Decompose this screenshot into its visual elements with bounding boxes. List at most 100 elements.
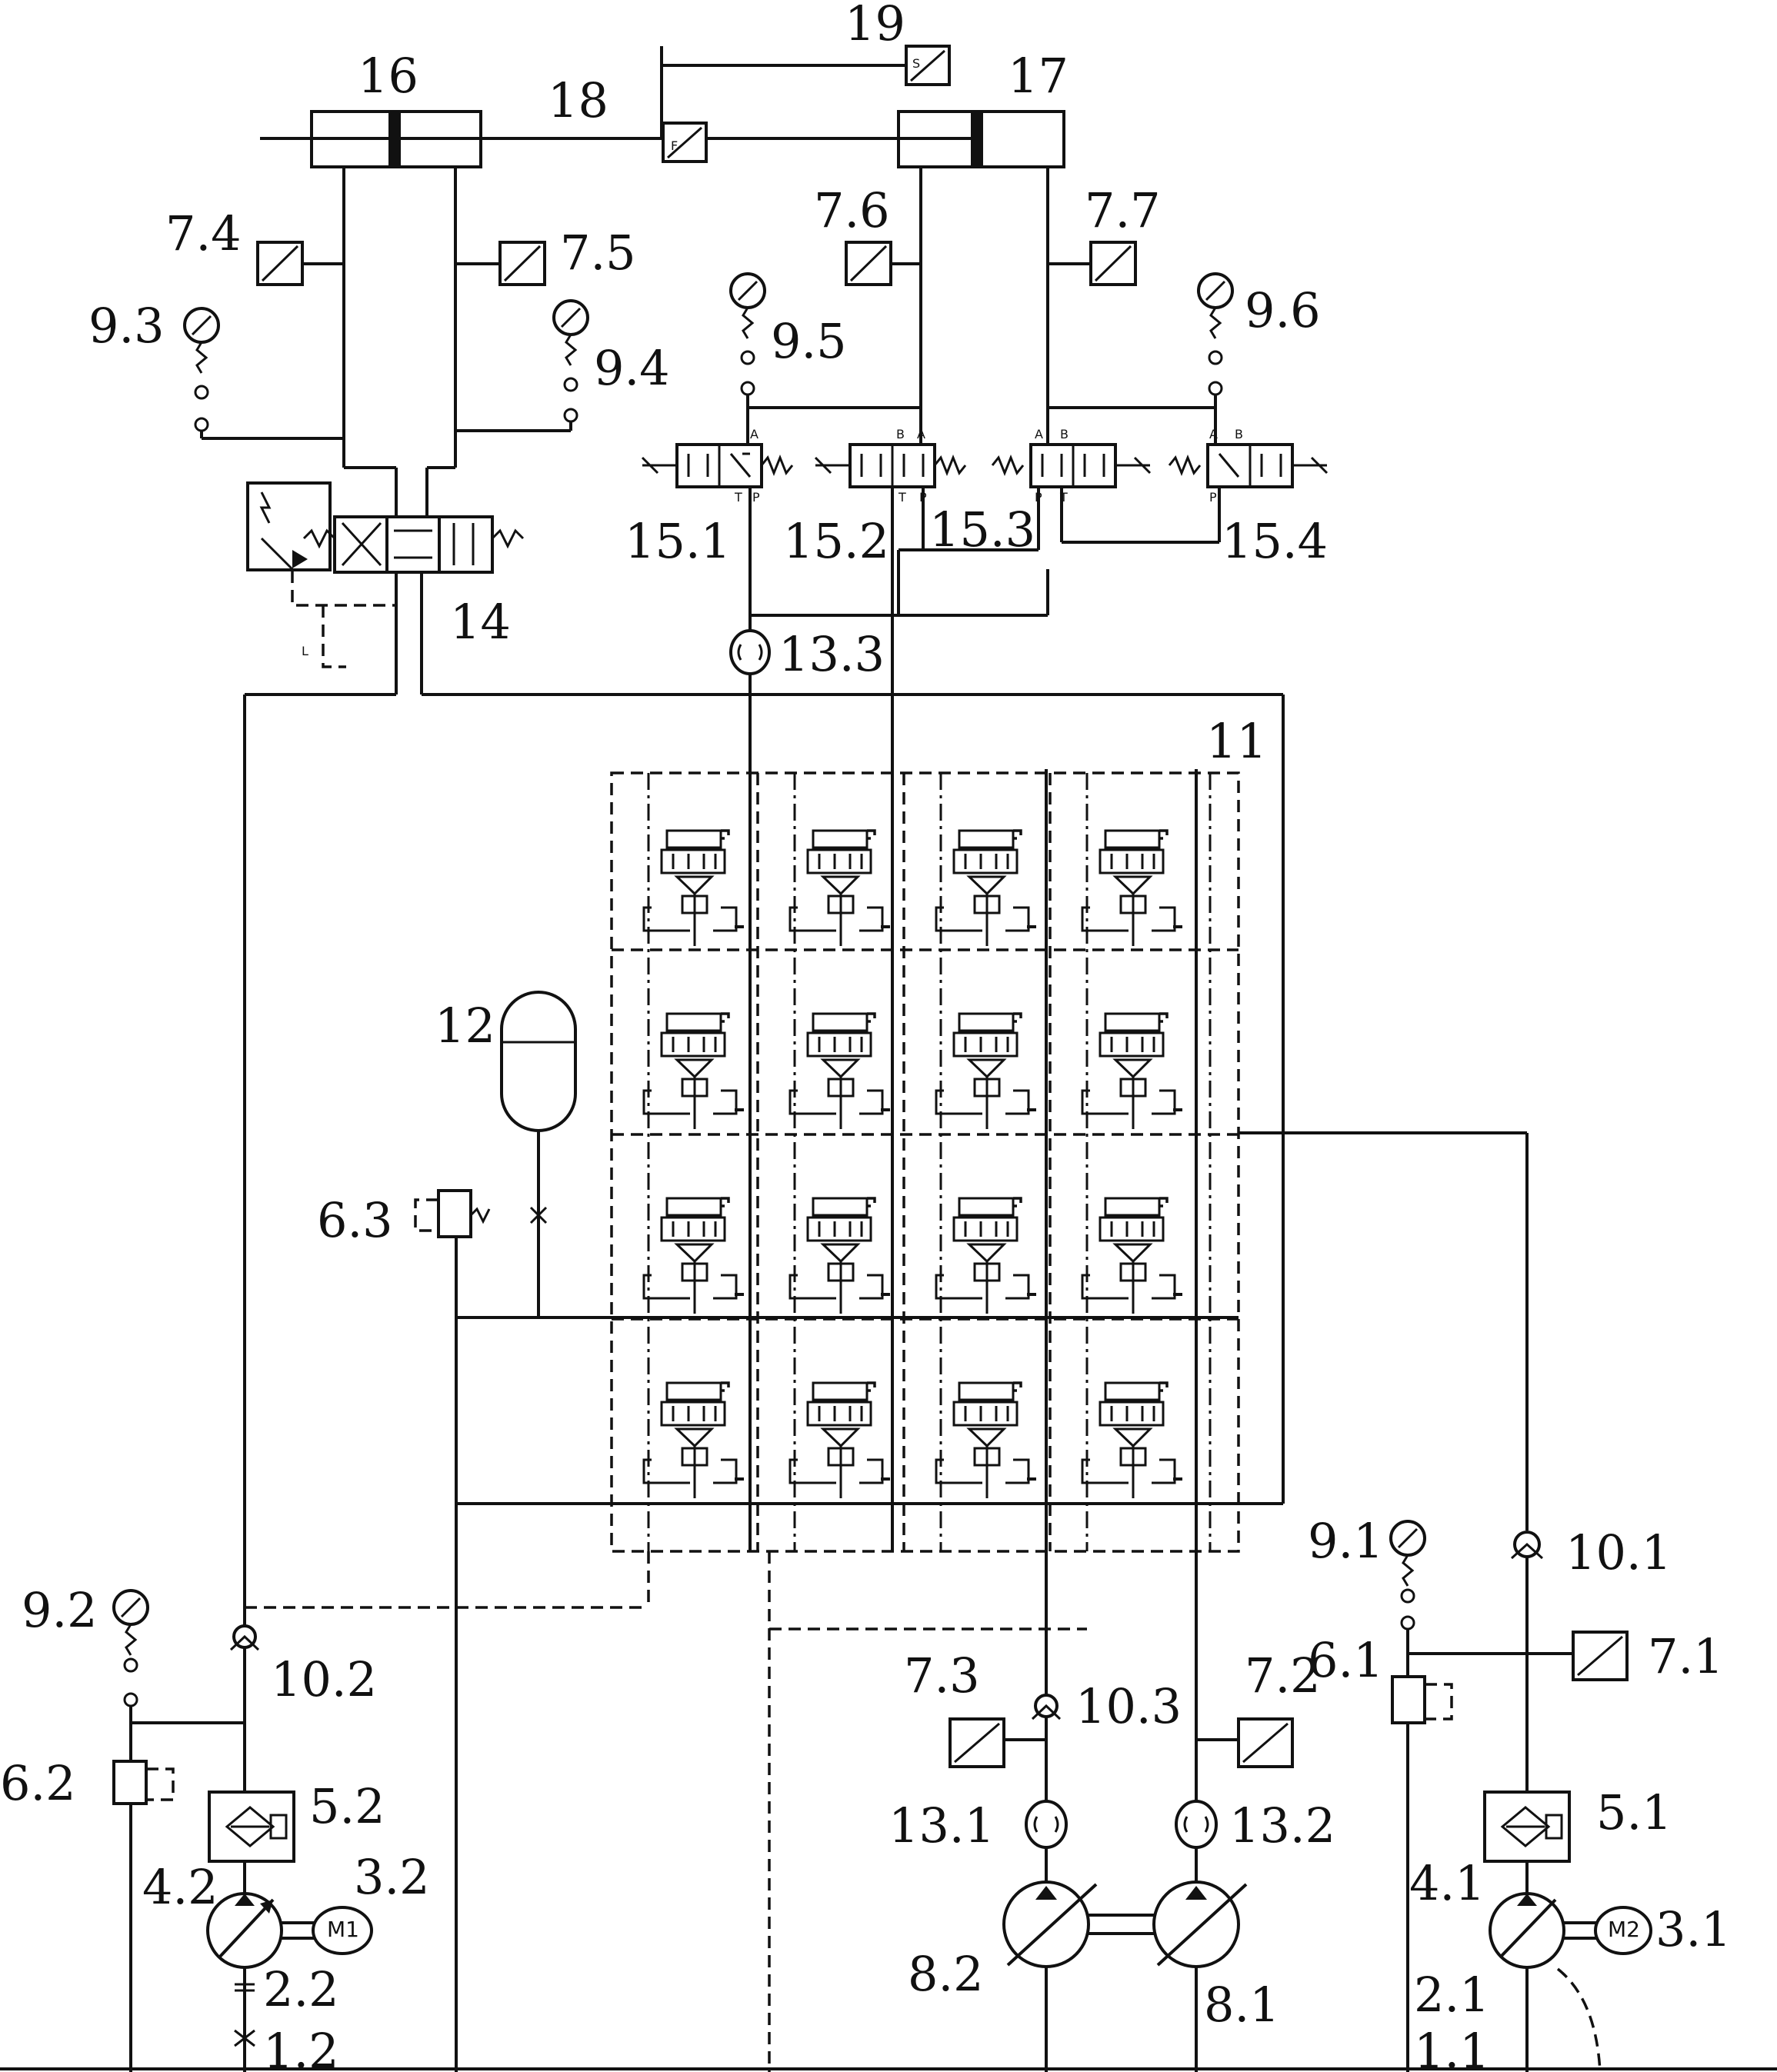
label-6-2: 6.2	[0, 1755, 76, 1811]
directional-valve-15-1: A T P	[641, 427, 794, 505]
svg-text:T: T	[734, 490, 742, 505]
cartridge-valve-cell	[1081, 1012, 1182, 1129]
label-7-5: 7.5	[560, 225, 636, 281]
label-15-1: 15.1	[625, 513, 731, 569]
cartridge-valve-cell	[935, 1012, 1036, 1129]
pressure-sensor-7-7	[1089, 241, 1137, 286]
label-9-2: 9.2	[22, 1582, 98, 1638]
label-9-3: 9.3	[88, 298, 165, 354]
label-13-2: 13.2	[1229, 1797, 1335, 1854]
label-2-1: 2.1	[1414, 1967, 1490, 2023]
svg-text:S: S	[912, 56, 920, 71]
cartridge-valve-cell	[935, 1197, 1036, 1314]
flow-meter-13-3	[729, 629, 771, 675]
label-15-4: 15.4	[1222, 513, 1328, 569]
cartridge-valve-cell	[1081, 829, 1182, 946]
proportional-valve-14	[246, 481, 525, 574]
svg-text:B: B	[896, 427, 905, 441]
svg-text:L: L	[302, 644, 308, 658]
pump-4-1	[1489, 1892, 1565, 1969]
filter-5-1	[1483, 1791, 1571, 1863]
label-9-6: 9.6	[1245, 282, 1321, 338]
relief-valve-6-3	[414, 1189, 491, 1238]
label-3-2: 3.2	[354, 1849, 430, 1905]
label-16: 16	[358, 48, 418, 104]
pump-4-2	[206, 1892, 283, 1969]
cartridge-valve-cell	[642, 1381, 744, 1498]
label-10-3: 10.3	[1075, 1678, 1182, 1734]
motor-m2-3-1: M2	[1594, 1906, 1652, 1955]
accumulator-12	[500, 991, 577, 1132]
svg-text:A: A	[750, 427, 758, 441]
label-9-4: 9.4	[594, 340, 670, 396]
label-6-3: 6.3	[317, 1192, 393, 1248]
pressure-gauge-9-1	[1389, 1520, 1426, 1631]
relief-valve-6-2	[112, 1760, 175, 1805]
pressure-sensor-7-6	[845, 241, 892, 286]
label-7-2: 7.2	[1245, 1647, 1321, 1704]
label-1-1: 1.1	[1414, 2023, 1490, 2072]
label-6-1: 6.1	[1308, 1632, 1384, 1688]
label-14: 14	[450, 594, 511, 650]
label-5-1: 5.1	[1596, 1784, 1672, 1840]
svg-text:P: P	[752, 490, 760, 505]
label-13-3: 13.3	[778, 626, 885, 682]
label-12: 12	[435, 998, 495, 1054]
label-10-2: 10.2	[271, 1651, 377, 1707]
cartridge-valve-cell	[935, 829, 1036, 946]
check-valve-10-2	[229, 1624, 260, 1651]
label-15-3: 15.3	[929, 501, 1035, 558]
label-17: 17	[1008, 48, 1069, 104]
cartridge-valve-cell	[642, 829, 744, 946]
cartridge-valve-cell	[642, 1197, 744, 1314]
label-13-1: 13.1	[889, 1797, 995, 1854]
directional-valve-15-4: A B P	[1168, 427, 1329, 505]
label-11: 11	[1206, 713, 1267, 769]
svg-text:A: A	[1209, 427, 1218, 441]
cartridge-valve-cell	[935, 1381, 1036, 1498]
cartridge-valve-cell	[1081, 1381, 1182, 1498]
pressure-gauge-9-4	[552, 299, 589, 423]
pressure-sensor-7-3	[949, 1717, 1005, 1768]
flow-meter-13-1	[1025, 1800, 1068, 1849]
label-4-2: 4.2	[142, 1859, 218, 1915]
label-7-6: 7.6	[814, 182, 890, 238]
label-7-1: 7.1	[1648, 1628, 1724, 1684]
label-9-1: 9.1	[1308, 1513, 1384, 1569]
pressure-gauge-9-6	[1197, 272, 1234, 396]
label-19: 19	[845, 0, 905, 52]
svg-text:B: B	[1235, 427, 1243, 441]
label-7-3: 7.3	[904, 1647, 980, 1704]
cartridge-valve-block-11	[610, 769, 1240, 1553]
label-15-2: 15.2	[783, 513, 889, 569]
label-7-7: 7.7	[1085, 182, 1161, 238]
cartridge-valve-cell	[788, 1012, 890, 1129]
motor-m1-3-2: M1	[312, 1906, 373, 1955]
relief-valve-6-1	[1391, 1675, 1453, 1724]
label-8-1: 8.1	[1204, 1977, 1280, 2033]
cartridge-valve-cell	[642, 1012, 744, 1129]
svg-text:B: B	[1060, 427, 1069, 441]
pump-8-2	[1002, 1880, 1098, 1968]
svg-text:A: A	[1035, 427, 1043, 441]
label-10-1: 10.1	[1565, 1524, 1672, 1581]
svg-text:F: F	[671, 138, 678, 153]
check-valve-10-1	[1510, 1531, 1544, 1560]
cylinder-16	[260, 110, 482, 168]
position-switch-19: S	[905, 45, 951, 86]
label-1-2: 1.2	[263, 2023, 339, 2072]
pressure-sensor-7-4	[256, 241, 304, 286]
label-18: 18	[548, 72, 608, 128]
label-8-2: 8.2	[908, 1946, 984, 2002]
svg-text:M2: M2	[1608, 1917, 1640, 1942]
label-9-5: 9.5	[771, 313, 847, 369]
pressure-sensor-7-1	[1572, 1631, 1629, 1681]
flow-meter-13-2	[1175, 1800, 1218, 1849]
directional-valve-15-2: B A T P	[814, 427, 967, 505]
cylinder-17	[897, 110, 1065, 168]
label-5-2: 5.2	[309, 1778, 385, 1834]
svg-text:T: T	[898, 490, 906, 505]
label-4-1: 4.1	[1409, 1855, 1485, 1911]
filter-5-2	[208, 1791, 295, 1863]
